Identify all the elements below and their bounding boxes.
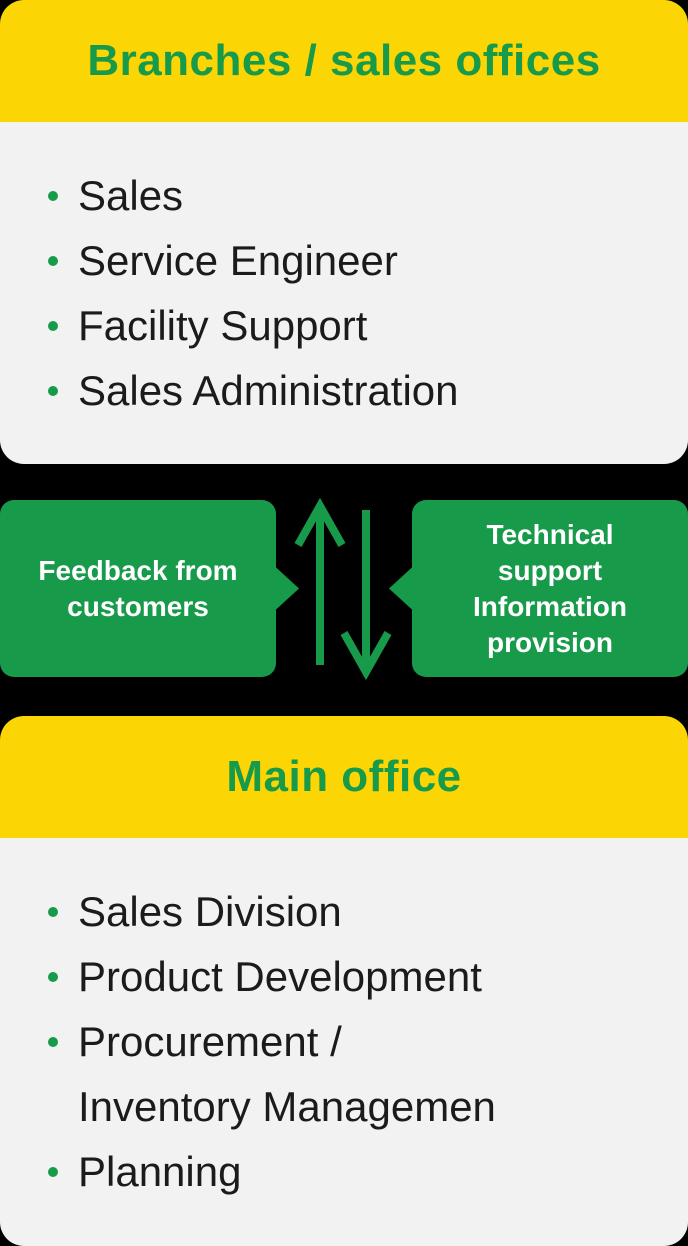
- list-item: Procurement /: [48, 1009, 678, 1074]
- list-item-label: Product Development: [78, 952, 482, 1000]
- list-item-label: Service Engineer: [78, 236, 398, 284]
- list-item-label: Sales: [78, 171, 184, 219]
- main-office-card: Main office Sales Division Product Devel…: [0, 716, 688, 1246]
- main-office-title: Main office: [226, 752, 462, 801]
- list-item-label: Facility Support: [78, 301, 368, 349]
- flow-section: Feedback from customers Technical suppor…: [0, 464, 688, 716]
- down-arrow-icon: [340, 510, 392, 681]
- branches-list: Sales Service Engineer Facility Support …: [0, 122, 688, 423]
- list-item: Product Development: [48, 944, 678, 1009]
- support-line: Technical: [486, 518, 614, 550]
- bullet-icon: [48, 906, 58, 917]
- main-office-list: Sales Division Product Development Procu…: [0, 838, 688, 1204]
- exchange-arrows: [294, 497, 392, 681]
- feedback-line: Feedback from: [38, 554, 238, 586]
- up-arrow-icon: [294, 497, 346, 665]
- list-item: Planning: [48, 1139, 678, 1204]
- list-item-continuation: Inventory Managemen: [48, 1074, 678, 1139]
- branches-header: Branches / sales offices: [0, 0, 688, 122]
- support-line: Information: [473, 590, 627, 622]
- bullet-icon: [48, 320, 58, 331]
- list-item: Facility Support: [48, 293, 678, 358]
- support-box: Technical support Information provision: [389, 500, 688, 677]
- branches-title: Branches / sales offices: [87, 36, 601, 85]
- list-item-label: Planning: [78, 1147, 242, 1195]
- main-office-body: Sales Division Product Development Procu…: [0, 838, 688, 1246]
- bullet-icon: [48, 255, 58, 266]
- support-line: provision: [486, 626, 613, 658]
- branches-card: Branches / sales offices Sales Service E…: [0, 0, 688, 464]
- support-line: support: [497, 554, 603, 586]
- list-item-label: Procurement /: [78, 1017, 342, 1065]
- list-item: Sales Administration: [48, 358, 678, 423]
- bullet-icon: [48, 1166, 58, 1177]
- bullet-icon: [48, 971, 58, 982]
- list-item: Sales Division: [48, 879, 678, 944]
- support-box-text: Technical support Information provision: [473, 517, 627, 661]
- bullet-icon: [48, 190, 58, 201]
- list-item-label: Inventory Managemen: [78, 1082, 496, 1130]
- bullet-icon: [48, 385, 58, 396]
- list-item: Service Engineer: [48, 228, 678, 293]
- main-office-header: Main office: [0, 716, 688, 838]
- branches-body: Sales Service Engineer Facility Support …: [0, 122, 688, 464]
- bullet-icon: [48, 1036, 58, 1047]
- list-item-label: Sales Administration: [78, 366, 459, 414]
- feedback-box-text: Feedback from customers: [38, 553, 237, 625]
- list-item: Sales: [48, 163, 678, 228]
- feedback-line: customers: [67, 590, 209, 622]
- list-item-label: Sales Division: [78, 887, 342, 935]
